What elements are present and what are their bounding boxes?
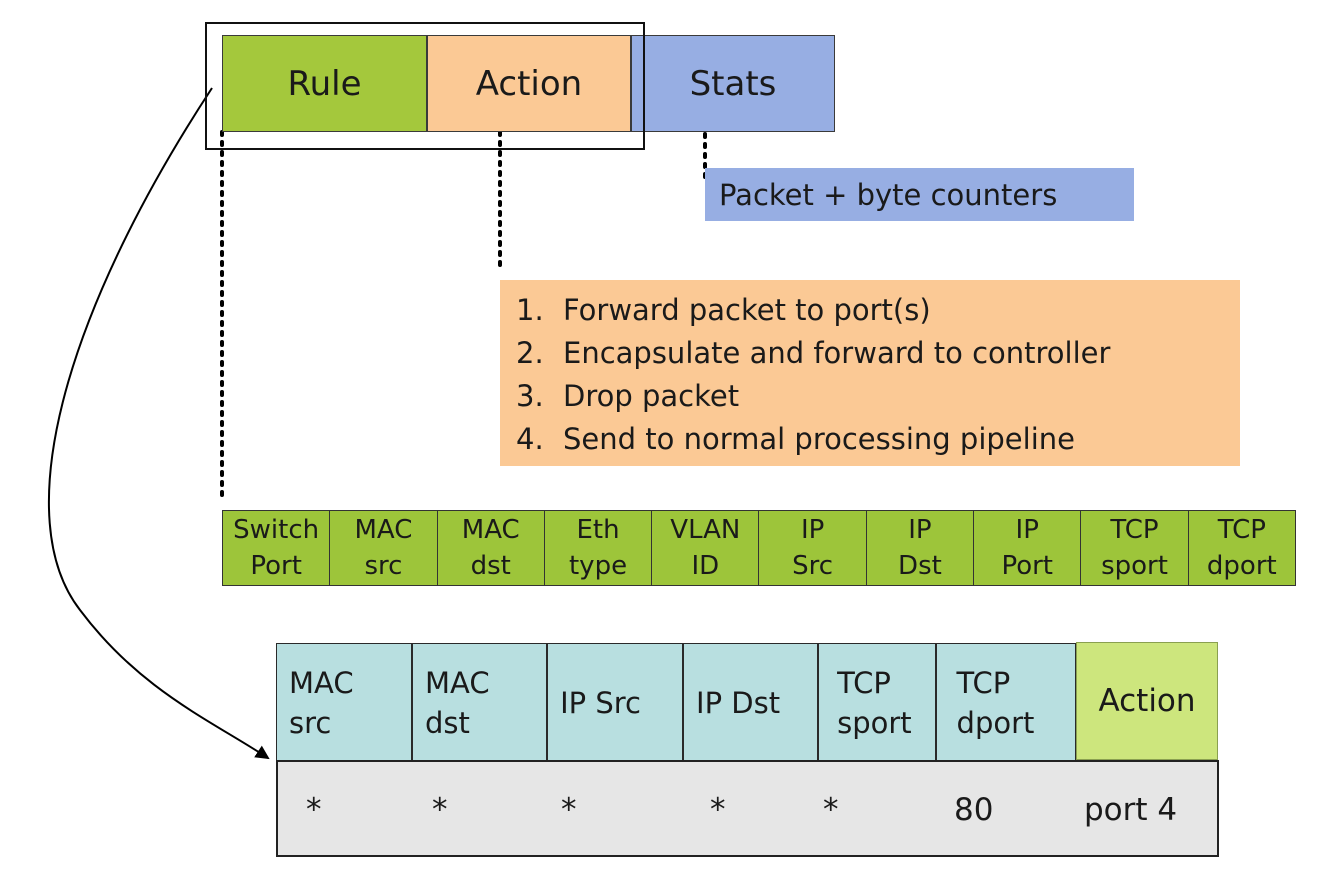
action-label: Action — [475, 63, 583, 104]
action-item: 1. Forward packet to port(s) — [516, 289, 1240, 332]
field-mac-src: MAC src — [330, 511, 438, 585]
field-line2: type — [568, 551, 628, 581]
action-text: Forward packet to port(s) — [563, 293, 931, 327]
field-line1: IP — [1015, 515, 1039, 545]
field-line1: Eth — [576, 515, 620, 545]
example-col-tcp-sport: TCP sport — [818, 643, 936, 762]
field-line2: Src — [792, 551, 834, 581]
stats-cell: Stats — [631, 35, 835, 132]
field-line2: Port — [1001, 551, 1053, 581]
stats-label: Stats — [689, 63, 777, 104]
example-action-cell: Action — [1076, 642, 1218, 760]
field-eth-type: Eth type — [545, 511, 653, 585]
field-ip-src: IP Src — [759, 511, 867, 585]
value-mac-dst: * — [432, 792, 448, 828]
action-item: 2. Encapsulate and forward to controller — [516, 332, 1240, 375]
value-mac-src: * — [306, 792, 322, 828]
example-col-ip-src: IP Src — [547, 643, 684, 762]
value-tcp-dport: 80 — [954, 792, 994, 828]
action-text: Drop packet — [563, 379, 740, 413]
action-list-box: 1. Forward packet to port(s) 2. Encapsulat… — [500, 280, 1240, 466]
field-mac-dst: MAC dst — [438, 511, 545, 585]
col-line1: IP Dst — [696, 685, 781, 720]
col-line1: IP Src — [560, 685, 641, 720]
field-ip-dst: IP Dst — [867, 511, 975, 585]
value-ip-src: * — [561, 792, 577, 828]
field-line2: dport — [1206, 551, 1277, 581]
field-line2: Port — [250, 551, 302, 581]
action-number: 3. — [516, 379, 544, 413]
field-vlan-id: VLAN ID — [652, 511, 760, 585]
col-line2: src — [289, 705, 332, 740]
col-line2: dport — [956, 705, 1035, 740]
col-line1: TCP — [956, 665, 1011, 700]
example-col-tcp-dport: TCP dport — [935, 643, 1076, 762]
field-line2: ID — [691, 551, 720, 581]
example-action-label: Action — [1098, 683, 1196, 719]
field-tcp-sport: TCP sport — [1081, 511, 1189, 585]
field-tcp-dport: TCP dport — [1189, 511, 1295, 585]
field-ip-port: IP Port — [974, 511, 1082, 585]
action-number: 2. — [516, 336, 544, 370]
col-line1: MAC — [289, 665, 354, 700]
col-line2: dst — [424, 705, 470, 740]
action-number: 4. — [516, 422, 544, 456]
col-line1: MAC — [424, 665, 490, 700]
field-line2: src — [364, 551, 403, 581]
field-line1: VLAN — [670, 515, 741, 545]
action-cell: Action — [427, 35, 631, 132]
action-list: 1. Forward packet to port(s) 2. Encapsulat… — [516, 289, 1240, 461]
value-ip-dst: * — [710, 792, 726, 828]
example-col-mac-src: MAC src — [276, 643, 412, 762]
value-action: port 4 — [1084, 792, 1178, 828]
field-line2: Dst — [898, 551, 942, 581]
action-item: 3. Drop packet — [516, 375, 1240, 418]
rule-action-frame — [205, 22, 645, 150]
field-line2: dst — [470, 551, 511, 581]
example-col-mac-dst: MAC dst — [411, 643, 548, 762]
field-line1: Switch — [233, 515, 320, 545]
col-line2: sport — [837, 705, 912, 740]
action-number: 1. — [516, 293, 544, 327]
curved-arrow — [48, 87, 270, 760]
action-item: 4. Send to normal processing pipeline — [516, 418, 1240, 461]
field-line1: TCP — [1110, 515, 1159, 545]
field-line1: MAC — [354, 515, 413, 545]
col-line1: TCP — [837, 665, 891, 700]
example-col-ip-dst: IP Dst — [683, 643, 819, 762]
example-values-row: * * * * * 80 port 4 — [276, 760, 1219, 857]
value-tcp-sport: * — [823, 792, 839, 828]
stats-note-text: Packet + byte counters — [719, 177, 1058, 212]
field-line1: MAC — [461, 515, 520, 545]
field-line1: IP — [800, 515, 825, 545]
rule-label: Rule — [287, 63, 362, 104]
action-text: Send to normal processing pipeline — [563, 422, 1075, 456]
field-line2: sport — [1101, 551, 1168, 581]
example-header-row: MAC src MAC dst IP Src IP Dst TCP sport TCP… — [276, 643, 1076, 762]
stats-note: Packet + byte counters — [705, 168, 1134, 221]
field-line1: TCP — [1217, 515, 1266, 545]
rule-cell: Rule — [222, 35, 427, 132]
action-text: Encapsulate and forward to controller — [563, 336, 1111, 370]
field-line1: IP — [908, 515, 932, 545]
